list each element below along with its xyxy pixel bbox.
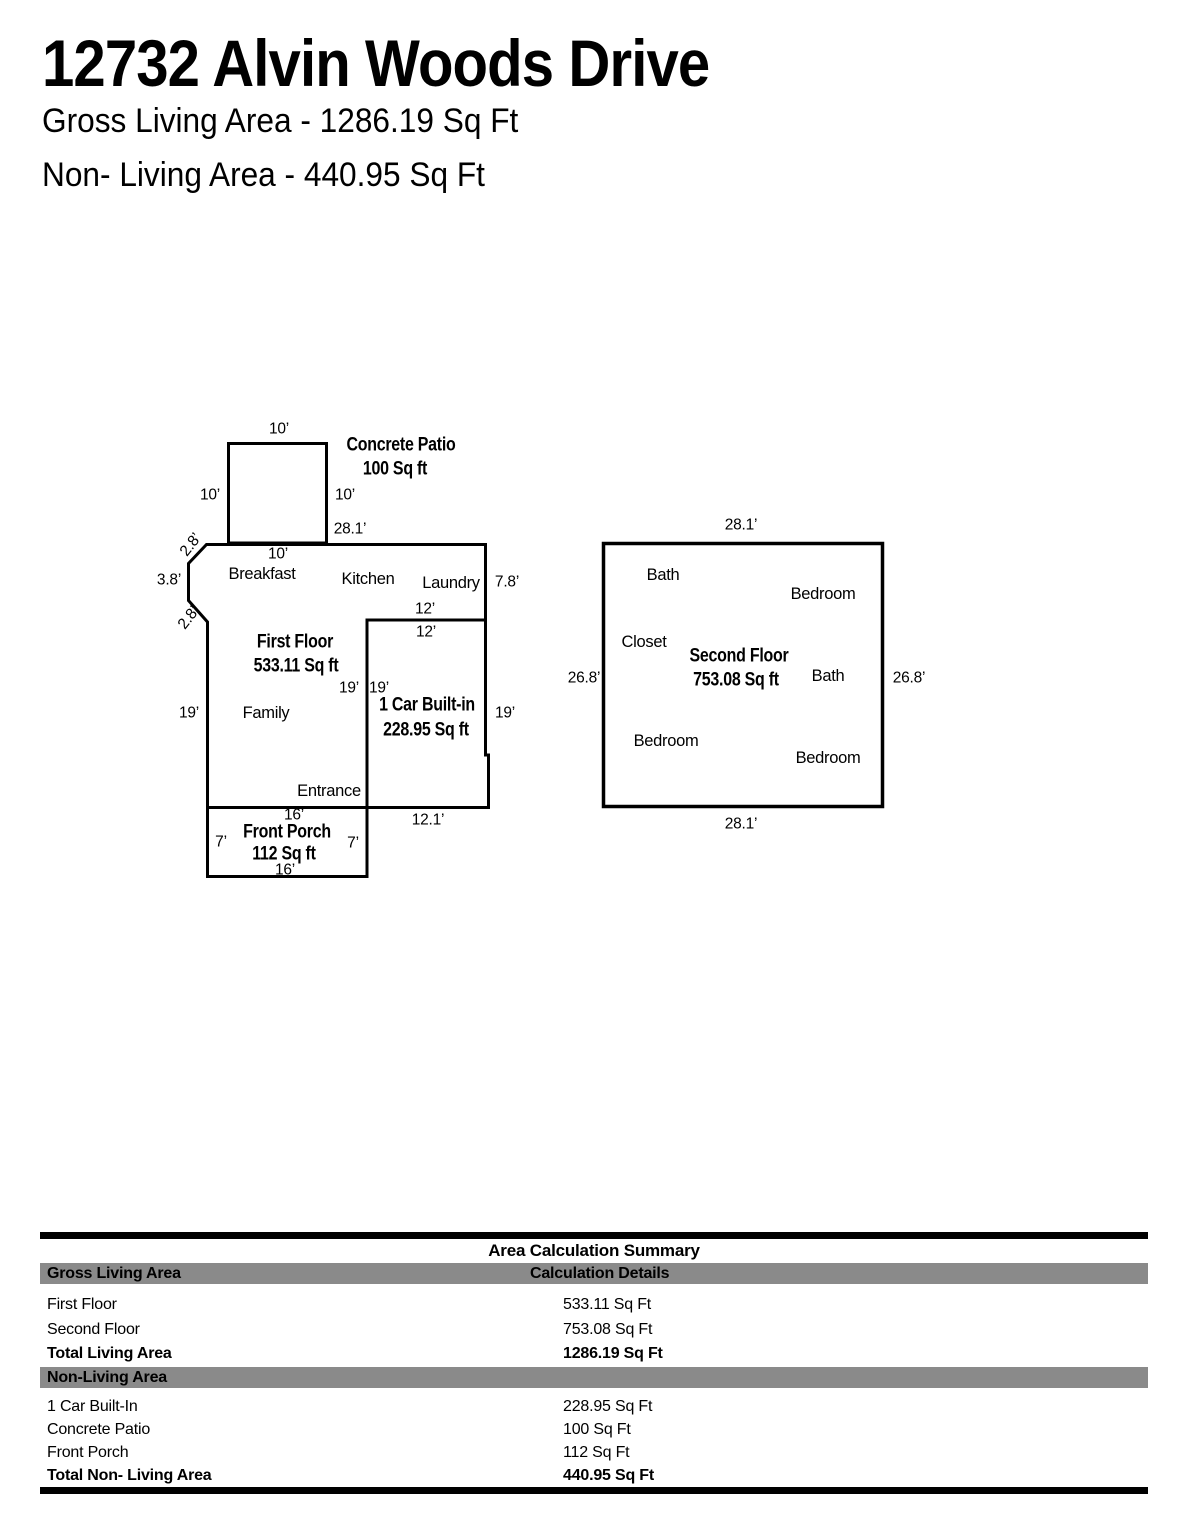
row-label: Concrete Patio bbox=[47, 1420, 151, 1438]
room-closet: Closet bbox=[621, 632, 667, 651]
room-bedroom-3: Bedroom bbox=[795, 748, 861, 767]
second-floor-dim-bottom: 28.1’ bbox=[724, 815, 758, 833]
first-floor-area: 533.11 Sq ft bbox=[253, 655, 339, 677]
row-label: 1 Car Built-In bbox=[47, 1397, 138, 1415]
table-title: Area Calculation Summary bbox=[488, 1241, 700, 1260]
nonliving-section-header-row: Non-Living Area bbox=[40, 1366, 1148, 1388]
room-bath-1: Bath bbox=[646, 565, 680, 584]
patio-area: 100 Sq ft bbox=[362, 458, 428, 480]
second-floor-dim-right: 26.8’ bbox=[892, 669, 926, 687]
row-value: 533.11 Sq Ft bbox=[563, 1296, 652, 1313]
room-kitchen: Kitchen bbox=[341, 569, 395, 588]
first-floor-dim-left-upper: 3.8’ bbox=[156, 571, 182, 589]
garage-dim-left-outer: 19’ bbox=[338, 679, 360, 697]
row-label: Front Porch bbox=[47, 1443, 129, 1461]
porch-title: Front Porch bbox=[243, 821, 331, 843]
row-label: Second Floor bbox=[47, 1320, 140, 1338]
table-row: Concrete Patio 100 Sq Ft bbox=[40, 1418, 1148, 1441]
first-floor-dim-right-upper: 7.8’ bbox=[494, 573, 520, 591]
living-section-header-row: Gross Living Area Calculation Details bbox=[40, 1263, 1148, 1284]
garage-dim-left-inner: 19’ bbox=[368, 679, 390, 697]
area-calculation-table: Area Calculation Summary Gross Living Ar… bbox=[40, 1232, 1148, 1495]
living-rows: First Floor 533.11 Sq Ft Second Floor 75… bbox=[40, 1293, 1148, 1367]
table-row: Front Porch 112 Sq Ft bbox=[40, 1441, 1148, 1464]
table-row: Second Floor 753.08 Sq Ft bbox=[40, 1318, 1148, 1343]
garage-dim-top-inner: 12’ bbox=[415, 623, 437, 641]
details-column-header: Calculation Details bbox=[530, 1265, 670, 1282]
room-bedroom-2: Bedroom bbox=[633, 731, 699, 750]
row-value: 440.95 Sq Ft bbox=[563, 1467, 654, 1485]
concrete-patio-outline bbox=[227, 442, 328, 545]
living-section-header: Gross Living Area bbox=[47, 1265, 181, 1282]
table-top-rule bbox=[40, 1232, 1148, 1239]
row-value: 1286.19 Sq Ft bbox=[563, 1345, 663, 1362]
total-nonliving-row: Total Non- Living Area 440.95 Sq Ft bbox=[40, 1464, 1148, 1487]
patio-dim-right: 10’ bbox=[334, 486, 356, 504]
garage-area: 228.95 Sq ft bbox=[383, 719, 469, 741]
first-floor-chamfer-upper-dim: 2.8’ bbox=[176, 530, 205, 560]
porch-dim-right: 7’ bbox=[347, 834, 359, 852]
room-breakfast: Breakfast bbox=[228, 564, 296, 583]
porch-dim-top: 16’ bbox=[283, 806, 305, 824]
first-floor-dim-top: 28.1’ bbox=[333, 520, 367, 538]
nonliving-section-header: Non-Living Area bbox=[47, 1368, 167, 1386]
second-floor-title: Second Floor bbox=[689, 645, 789, 667]
garage-title: 1 Car Built-in bbox=[379, 694, 475, 716]
nonliving-rows: 1 Car Built-In 228.95 Sq Ft Concrete Pat… bbox=[40, 1395, 1148, 1488]
patio-dim-left: 10’ bbox=[199, 486, 221, 504]
patio-dim-top: 10’ bbox=[268, 420, 290, 438]
room-bath-2: Bath bbox=[811, 666, 845, 685]
room-bedroom-1: Bedroom bbox=[790, 584, 856, 603]
porch-dim-bottom: 16’ bbox=[274, 861, 296, 879]
second-floor-dim-top: 28.1’ bbox=[724, 516, 758, 534]
porch-area: 112 Sq ft bbox=[252, 843, 316, 865]
row-value: 753.08 Sq Ft bbox=[563, 1320, 653, 1338]
room-family: Family bbox=[242, 703, 290, 722]
patio-dim-bottom: 10’ bbox=[267, 545, 289, 563]
row-label: Total Non- Living Area bbox=[47, 1467, 212, 1485]
garage-dim-bottom: 12.1’ bbox=[411, 811, 445, 829]
first-floor-chamfer-lower-dim: 2.8’ bbox=[174, 603, 203, 633]
first-floor-dim-left: 19’ bbox=[178, 704, 200, 722]
table-row: 1 Car Built-In 228.95 Sq Ft bbox=[40, 1395, 1148, 1418]
page-title: 12732 Alvin Woods Drive bbox=[42, 26, 710, 100]
second-floor-area: 753.08 Sq ft bbox=[693, 669, 779, 691]
second-floor-dim-left: 26.8’ bbox=[567, 669, 601, 687]
porch-dim-left: 7’ bbox=[215, 833, 227, 851]
patio-name: Concrete Patio bbox=[346, 434, 456, 456]
room-entrance: Entrance bbox=[297, 781, 361, 800]
row-value: 228.95 Sq Ft bbox=[563, 1397, 653, 1415]
table-row: First Floor 533.11 Sq Ft bbox=[40, 1293, 1148, 1318]
table-bottom-rule bbox=[40, 1487, 1148, 1495]
garage-dim-top-outer: 12’ bbox=[414, 600, 436, 618]
total-living-row: Total Living Area 1286.19 Sq Ft bbox=[40, 1342, 1148, 1367]
room-laundry: Laundry bbox=[422, 573, 480, 592]
gross-living-area-subtitle: Gross Living Area - 1286.19 Sq Ft bbox=[42, 102, 519, 140]
floor-plan-svg bbox=[187, 442, 885, 878]
row-label: Total Living Area bbox=[47, 1345, 172, 1362]
first-floor-title: First Floor bbox=[256, 631, 334, 653]
first-floor-dim-right-lower: 19’ bbox=[494, 704, 516, 722]
row-label: First Floor bbox=[47, 1296, 117, 1313]
row-value: 100 Sq Ft bbox=[563, 1420, 631, 1438]
row-value: 112 Sq Ft bbox=[563, 1443, 630, 1461]
non-living-area-subtitle: Non- Living Area - 440.95 Sq Ft bbox=[42, 156, 485, 194]
